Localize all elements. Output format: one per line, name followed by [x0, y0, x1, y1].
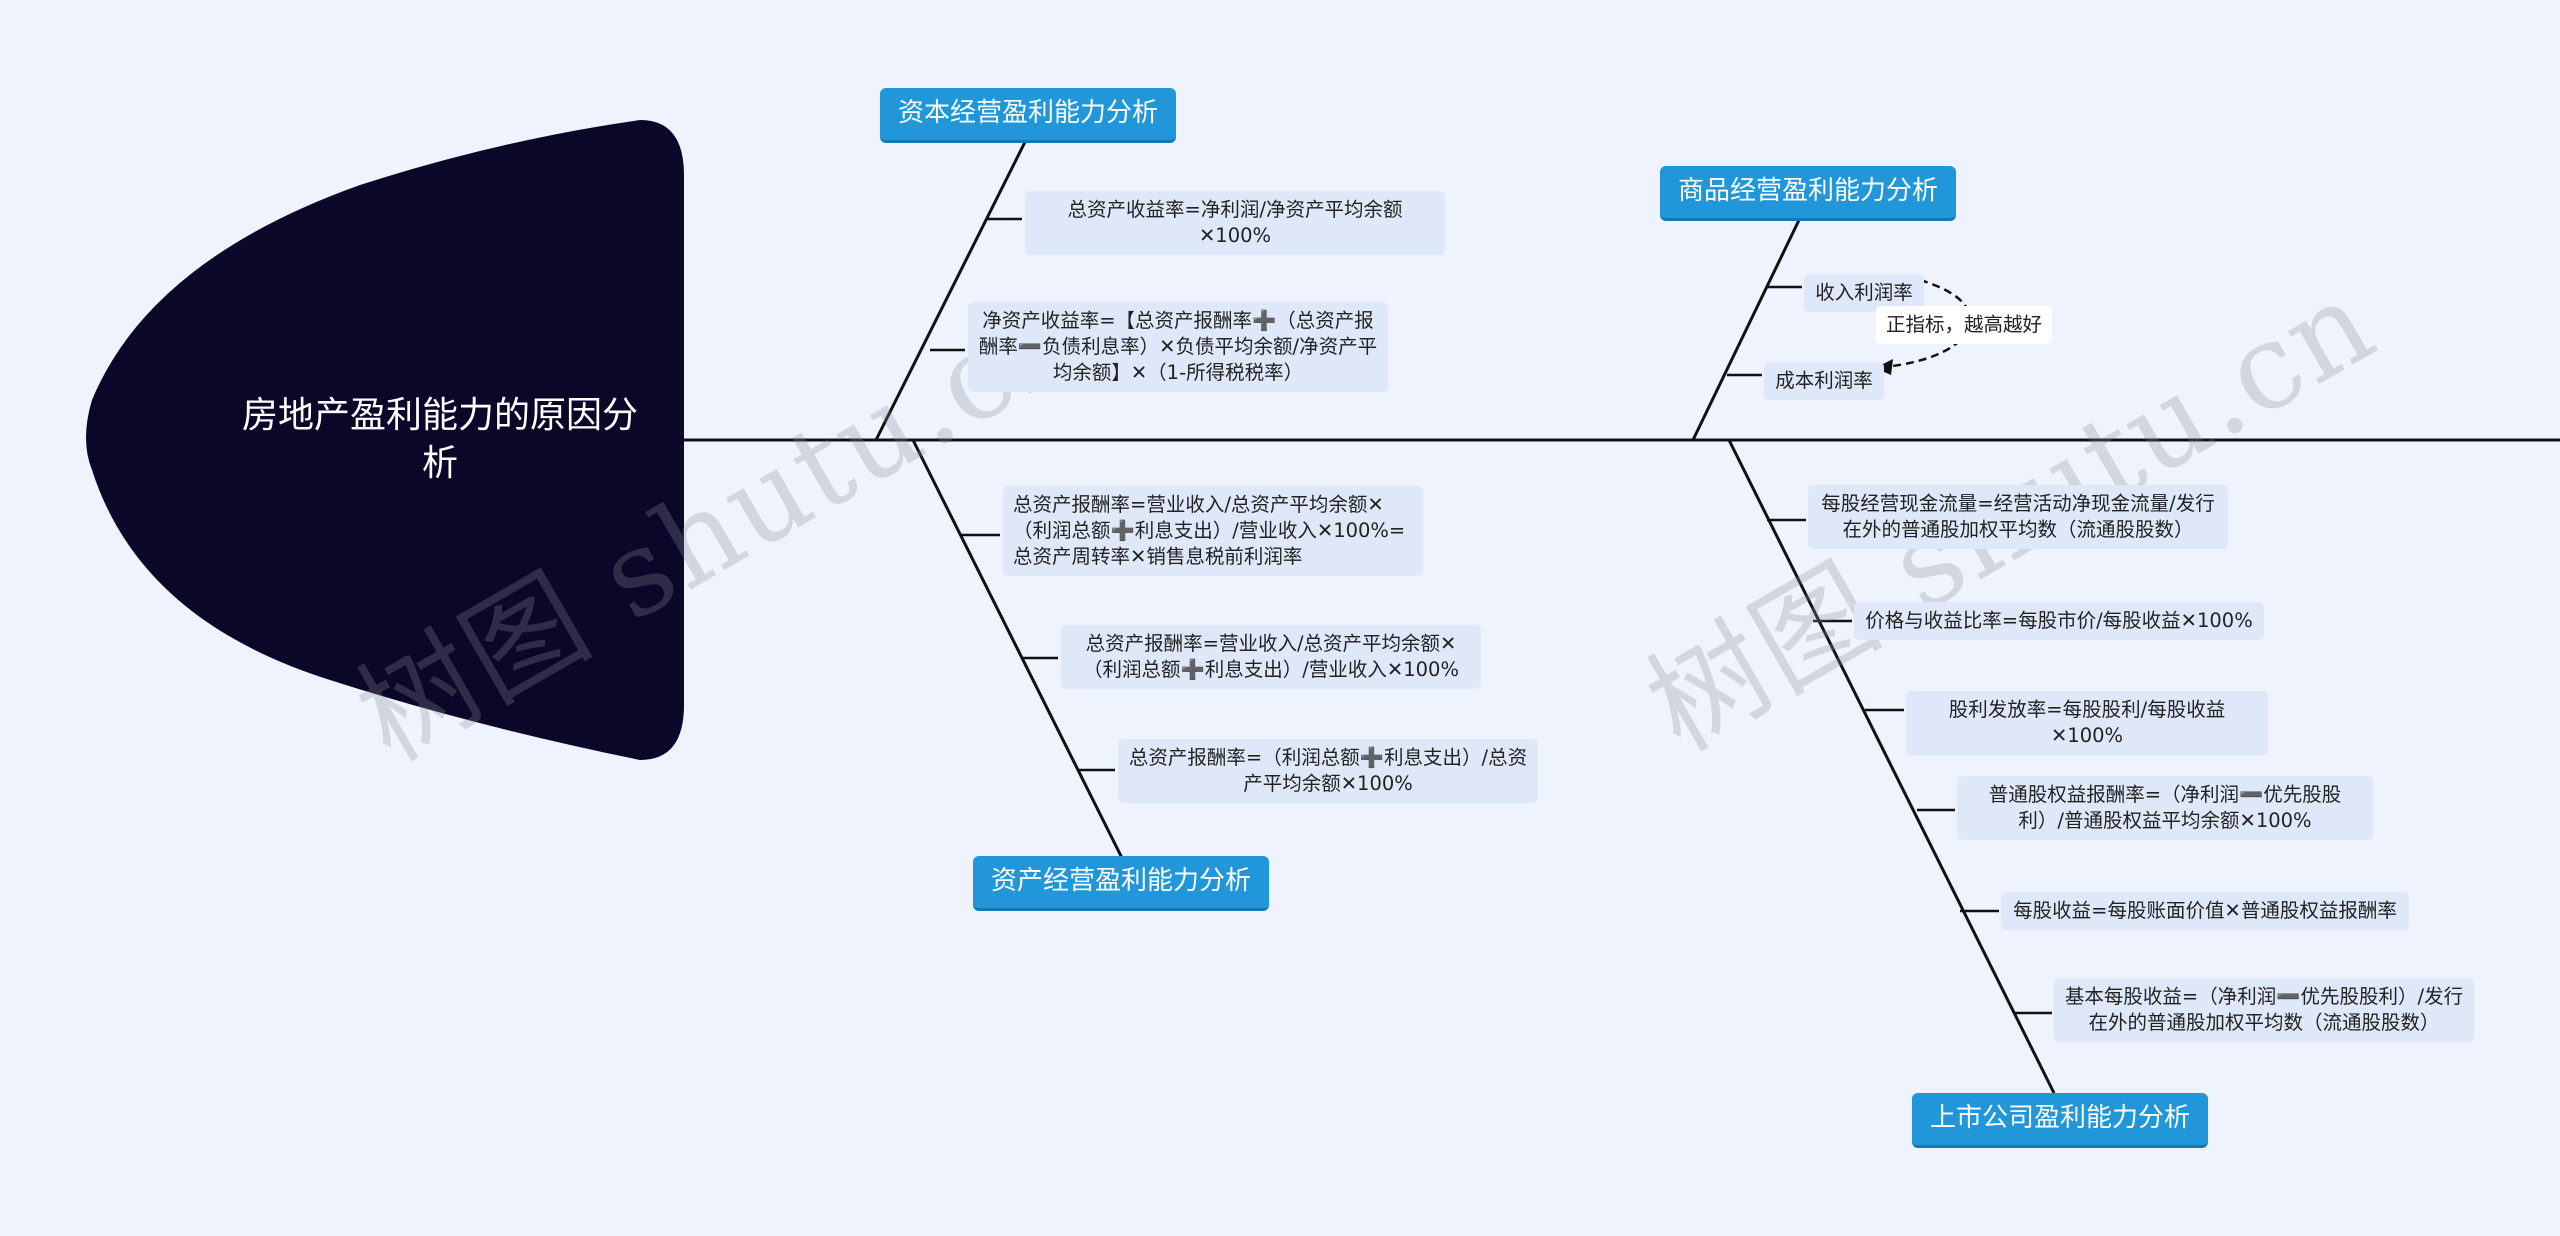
leaf-listed-6[interactable]: 基本每股收益=（净利润➖优先股股利）/发行在外的普通股加权平均数（流通股股数） — [2054, 978, 2474, 1042]
leaf-listed-2[interactable]: 价格与收益比率=每股市价/每股收益✕100% — [1854, 602, 2264, 640]
central-topic[interactable]: 房地产盈利能力的原因分析 — [241, 395, 638, 484]
leaf-listed-1[interactable]: 每股经营现金流量=经营活动净现金流量/发行在外的普通股加权平均数（流通股股数） — [1808, 485, 2228, 549]
leaf-goods-1[interactable]: 收入利润率 — [1804, 274, 1924, 312]
leaf-assets-3[interactable]: 总资产报酬率=（利润总额➕利息支出）/总资产平均余额✕100% — [1118, 739, 1538, 803]
leaf-goods-2[interactable]: 成本利润率 — [1764, 362, 1884, 400]
leaf-listed-5[interactable]: 每股收益=每股账面价值✕普通股权益报酬率 — [2001, 892, 2409, 930]
leaf-listed-4[interactable]: 普通股权益报酬率=（净利润➖优先股股利）/普通股权益平均余额✕100% — [1957, 776, 2373, 840]
category-assets[interactable]: 资产经营盈利能力分析 — [973, 856, 1270, 911]
branch-listed — [1727, 439, 2056, 1094]
leaf-listed-3[interactable]: 股利发放率=每股股利/每股收益✕100% — [1906, 691, 2268, 755]
fish-head-shape — [86, 120, 684, 760]
branch-capital — [874, 139, 1028, 441]
leaf-capital-1[interactable]: 总资产收益率=净利润/净资产平均余额✕100% — [1025, 191, 1445, 255]
relation-arrowhead — [1875, 359, 1893, 375]
category-capital[interactable]: 资本经营盈利能力分析 — [880, 88, 1177, 143]
branch-assets — [911, 439, 1124, 859]
leaf-assets-2[interactable]: 总资产报酬率=营业收入/总资产平均余额✕（利润总额➕利息支出）/营业收入✕100… — [1061, 625, 1481, 689]
leaf-capital-2[interactable]: 净资产收益率=【总资产报酬率➕（总资产报酬率➖负债利息率）✕负债平均余额/净资产… — [968, 302, 1388, 392]
category-goods[interactable]: 商品经营盈利能力分析 — [1660, 166, 1957, 221]
category-listed[interactable]: 上市公司盈利能力分析 — [1912, 1093, 2209, 1148]
relation-note[interactable]: 正指标，越高越好 — [1876, 306, 2053, 344]
branch-goods — [1691, 217, 1802, 441]
leaf-assets-1[interactable]: 总资产报酬率=营业收入/总资产平均余额✕（利润总额➕利息支出）/营业收入✕100… — [1003, 486, 1423, 576]
